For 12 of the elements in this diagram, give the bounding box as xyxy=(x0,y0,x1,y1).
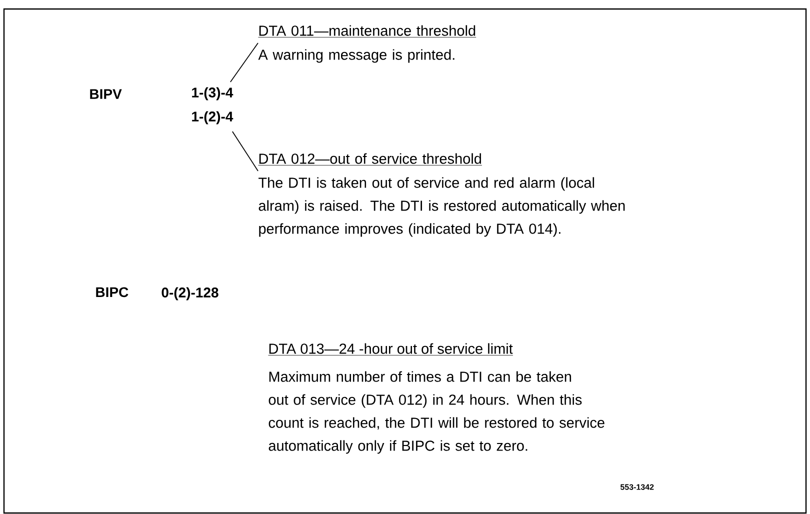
description-text: Maximum number of times a DTI can be taken out of service (DTA 012) in 24 hours. When this count is reached, the DTI will be restored to service automatically only if BIPC is set to zero. xyxy=(268,371,604,454)
figure-number: 553-1342 xyxy=(620,484,654,490)
value-text: 1-(3)-4 xyxy=(192,87,234,100)
leader-line xyxy=(230,42,258,82)
row-label: BIPV xyxy=(90,89,122,99)
leader-line xyxy=(232,131,258,172)
callout-text: DTA 012—out of service threshold The DTI is taken out of service and red alarm (local alram) is raised. The DTI is restored automatically when performance improves (indicated by DTA 014). xyxy=(258,153,625,237)
row-label: BIPC xyxy=(96,287,128,298)
value-text: 0-(2)-128 xyxy=(162,287,218,300)
heading: DTA 013—24 -hour out of service limit xyxy=(268,343,514,356)
value-text: 1-(2)-4 xyxy=(192,111,234,124)
callout-text: DTA 011—maintenance threshold A warning message is printed. xyxy=(258,25,476,63)
